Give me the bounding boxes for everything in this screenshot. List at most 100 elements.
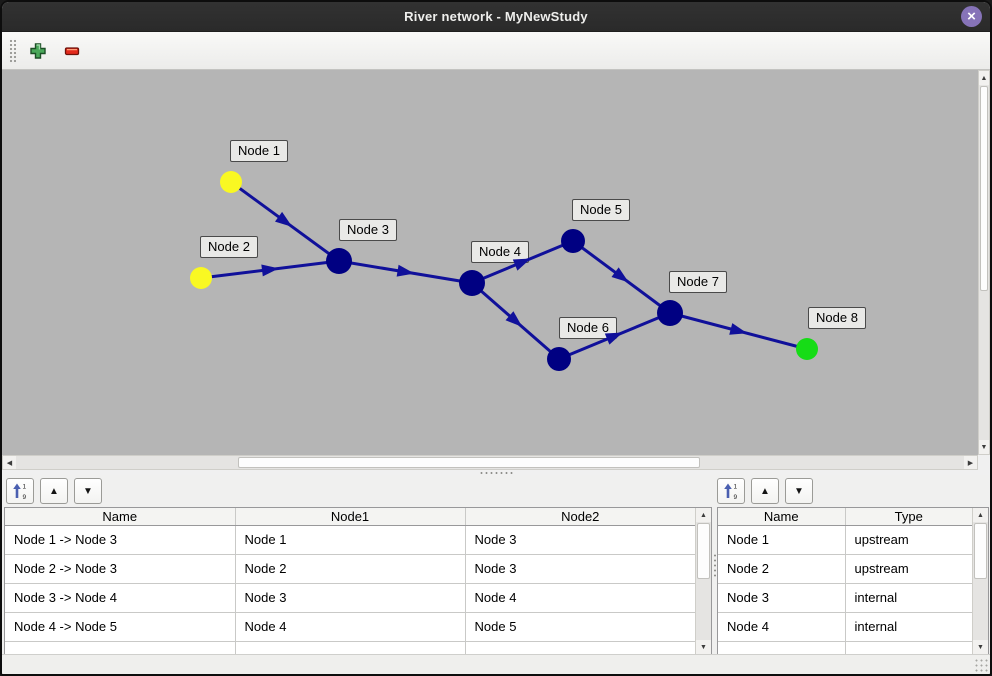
river-node[interactable] xyxy=(190,267,212,289)
table-cell[interactable] xyxy=(235,641,466,654)
table-cell[interactable]: Node 4 xyxy=(718,612,846,642)
node-label[interactable]: Node 7 xyxy=(669,271,727,293)
canvas-vertical-scrollbar[interactable]: ▲ ▼ xyxy=(978,70,990,455)
table-cell[interactable]: upstream xyxy=(845,525,972,555)
branches-move-down-button[interactable]: ▼ xyxy=(74,478,102,504)
table-cell[interactable]: Node 2 -> Node 3 xyxy=(5,554,236,584)
scroll-up-icon[interactable]: ▲ xyxy=(979,71,989,85)
table-cell[interactable]: Node 1 xyxy=(235,525,466,555)
close-button[interactable]: × xyxy=(961,6,982,27)
branches-scroll-thumb[interactable] xyxy=(697,523,710,579)
canvas-hscroll-thumb[interactable] xyxy=(238,457,700,468)
table-row[interactable] xyxy=(5,641,695,654)
table-cell[interactable]: Node 2 xyxy=(718,554,846,584)
nodes-sort-button[interactable]: 1 9 xyxy=(717,478,745,504)
nodes-move-down-button[interactable]: ▼ xyxy=(785,478,813,504)
flow-direction-arrow-icon xyxy=(275,211,293,227)
table-cell[interactable] xyxy=(718,641,846,654)
river-node[interactable] xyxy=(326,248,352,274)
table-cell[interactable]: Node 3 xyxy=(718,583,846,613)
table-cell[interactable]: Node 4 -> Node 5 xyxy=(5,612,236,642)
table-cell[interactable]: Node 3 xyxy=(465,554,695,584)
canvas-vscroll-thumb[interactable] xyxy=(980,86,988,291)
table-cell[interactable]: Node 3 xyxy=(235,583,466,613)
flow-direction-arrow-icon xyxy=(261,264,279,277)
node-label[interactable]: Node 3 xyxy=(339,219,397,241)
splitter-grip-icon xyxy=(479,470,513,475)
column-header[interactable]: Type xyxy=(845,508,972,526)
close-icon: × xyxy=(967,8,976,25)
resize-grip-icon[interactable] xyxy=(974,658,988,672)
scroll-left-icon[interactable]: ◀ xyxy=(3,456,16,469)
scroll-right-icon[interactable]: ▶ xyxy=(964,456,977,469)
river-network-canvas[interactable]: Node 1 Node 2 Node 3 Node 4 Node 5 Node 6 Node… xyxy=(2,70,978,455)
table-cell[interactable]: Node 4 xyxy=(465,583,695,613)
toolbar-grip-handle[interactable] xyxy=(8,37,16,64)
branches-sort-button[interactable]: 1 9 xyxy=(6,478,34,504)
remove-node-button[interactable] xyxy=(58,37,86,65)
table-cell[interactable]: Node 1 xyxy=(718,525,846,555)
branches-move-up-button[interactable]: ▲ xyxy=(40,478,68,504)
table-cell[interactable]: internal xyxy=(845,583,972,613)
river-node[interactable] xyxy=(796,338,818,360)
table-row[interactable] xyxy=(718,641,972,654)
table-cell[interactable]: Node 5 xyxy=(465,612,695,642)
column-header[interactable]: Node1 xyxy=(235,508,466,526)
scroll-up-icon[interactable]: ▲ xyxy=(973,508,988,522)
column-header[interactable]: Name xyxy=(5,508,236,526)
nodes-scroll-thumb[interactable] xyxy=(974,523,987,579)
tables-splitter-grip[interactable] xyxy=(713,553,718,579)
river-node[interactable] xyxy=(220,171,242,193)
node-label[interactable]: Node 1 xyxy=(230,140,288,162)
river-node[interactable] xyxy=(657,300,683,326)
panel-splitter[interactable] xyxy=(2,470,990,475)
table-cell[interactable] xyxy=(465,641,695,654)
nodes-table-scrollbar[interactable]: ▲ ▼ xyxy=(972,508,988,654)
flow-direction-arrow-icon xyxy=(505,311,523,327)
node-label[interactable]: Node 2 xyxy=(200,236,258,258)
river-node[interactable] xyxy=(547,347,571,371)
node-label[interactable]: Node 4 xyxy=(471,241,529,263)
node-label[interactable]: Node 5 xyxy=(572,199,630,221)
scroll-down-icon[interactable]: ▼ xyxy=(696,640,711,654)
green-plus-icon xyxy=(30,42,46,59)
node-label[interactable]: Node 6 xyxy=(559,317,617,339)
table-cell[interactable]: Node 3 -> Node 4 xyxy=(5,583,236,613)
column-header[interactable]: Name xyxy=(718,508,846,526)
table-cell[interactable]: Node 2 xyxy=(235,554,466,584)
river-node[interactable] xyxy=(561,229,585,253)
river-node[interactable] xyxy=(459,270,485,296)
table-cell[interactable]: upstream xyxy=(845,554,972,584)
flow-direction-arrow-icon xyxy=(396,264,415,277)
add-node-button[interactable] xyxy=(24,37,52,65)
table-cell[interactable] xyxy=(845,641,972,654)
nodes-move-up-button[interactable]: ▲ xyxy=(751,478,779,504)
branches-table-scrollbar[interactable]: ▲ ▼ xyxy=(695,508,711,654)
table-cell[interactable]: Node 4 xyxy=(235,612,466,642)
scroll-down-icon[interactable]: ▼ xyxy=(979,440,989,454)
svg-text:1: 1 xyxy=(734,484,738,491)
svg-text:1: 1 xyxy=(23,484,27,491)
table-cell[interactable]: Node 3 xyxy=(465,525,695,555)
table-cell[interactable] xyxy=(5,641,236,654)
sort-ascending-icon: 1 9 xyxy=(724,483,738,500)
scroll-up-icon[interactable]: ▲ xyxy=(696,508,711,522)
canvas-horizontal-scrollbar[interactable]: ◀ ▶ xyxy=(2,455,978,470)
node-label[interactable]: Node 8 xyxy=(808,307,866,329)
scroll-down-icon[interactable]: ▼ xyxy=(973,640,988,654)
table-cell[interactable]: internal xyxy=(845,612,972,642)
table-cell[interactable]: Node 1 -> Node 3 xyxy=(5,525,236,555)
column-header[interactable]: Node2 xyxy=(465,508,695,526)
